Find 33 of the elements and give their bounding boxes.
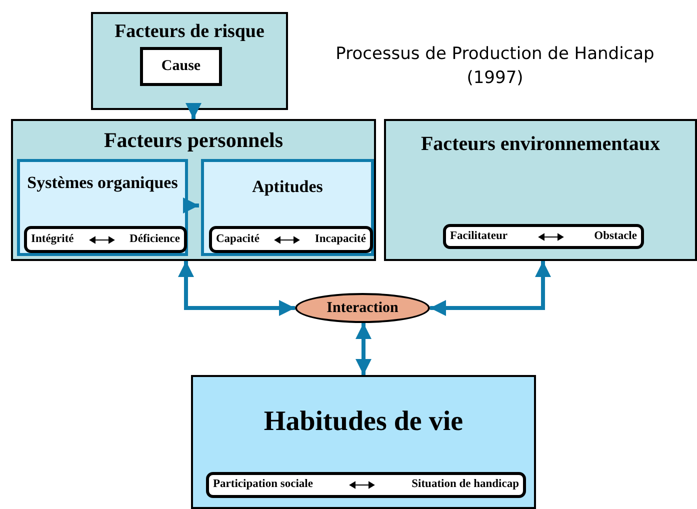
scale-bar <box>443 224 644 249</box>
box-heading: Aptitudes <box>251 176 324 198</box>
scale-label: Incapacité <box>314 232 366 247</box>
scale-label: Déficience <box>130 232 180 247</box>
box-heading: Facteurs de risque <box>114 20 266 44</box>
arrow <box>183 198 199 214</box>
category-box <box>201 159 374 256</box>
box-heading: Interaction <box>326 298 398 318</box>
scale-label: Situation de handicap <box>412 477 519 492</box>
box-heading: Systèmes organiques <box>26 172 179 192</box>
scale-label: Facilitateur <box>450 228 508 244</box>
arrow <box>186 103 202 119</box>
category-box <box>17 159 188 256</box>
category-box <box>384 119 697 261</box>
scale-label: Obstacle <box>594 228 637 244</box>
box-heading: Cause <box>161 57 201 76</box>
diagram-title: Processus de Production de Handicap (1997) <box>334 43 656 90</box>
scale-label: Intégrité <box>31 232 74 247</box>
box-heading: Facteurs personnels <box>102 127 284 154</box>
scale-bar <box>206 472 526 498</box>
arrow <box>178 261 295 316</box>
category-box <box>11 119 376 261</box>
category-box <box>91 12 288 110</box>
category-box <box>191 375 536 509</box>
box-heading: Facteurs environnementaux <box>420 132 662 157</box>
arrow <box>430 261 551 316</box>
cause-box <box>140 47 222 86</box>
scale-label: Participation sociale <box>213 477 313 492</box>
box-heading: Habitudes de vie <box>262 405 464 439</box>
scale-label: Capacité <box>216 232 260 247</box>
scale-bar <box>24 226 187 253</box>
arrow <box>356 323 372 375</box>
scale-bar <box>209 226 373 253</box>
